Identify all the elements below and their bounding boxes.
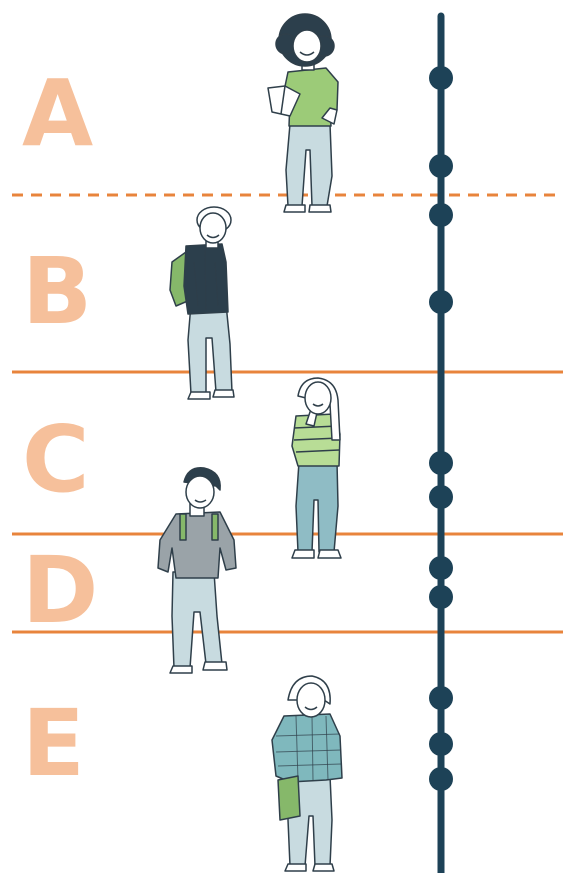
axis-dot (429, 203, 453, 227)
student-in-dark-jacket-icon (170, 207, 234, 399)
axis-dot (429, 66, 453, 90)
student-with-book-icon (268, 14, 338, 212)
student-in-plaid-icon (272, 676, 342, 871)
axis-dot (429, 154, 453, 178)
axis-dot (429, 290, 453, 314)
axis-dot (429, 732, 453, 756)
axis-dot (429, 767, 453, 791)
axis-dot (429, 585, 453, 609)
axis-dot (429, 451, 453, 475)
student-thinking-icon (292, 378, 341, 558)
axis-dot (429, 686, 453, 710)
axis-dot (429, 485, 453, 509)
axis-dot (429, 556, 453, 580)
student-in-sweater-icon (158, 468, 236, 673)
